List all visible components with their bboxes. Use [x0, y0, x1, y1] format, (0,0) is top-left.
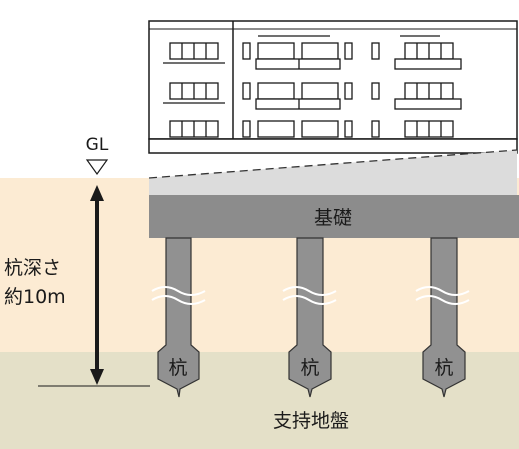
foundation-block: [149, 195, 519, 238]
pile-break-marks: [151, 286, 470, 305]
bearing-layer-label: 支持地盤: [273, 410, 349, 432]
ground-floor-slab: [148, 138, 518, 154]
slab-dashed-line: [148, 149, 518, 179]
depth-arrow: [90, 185, 104, 385]
pile-label-2: 杭: [300, 357, 319, 379]
left-windows: [163, 42, 225, 138]
middle-windows: [242, 35, 353, 138]
gl-triangle-icon: [85, 159, 109, 176]
pile-label-1: 杭: [168, 357, 187, 379]
pile-depth-label-line2: 約10m: [4, 286, 66, 308]
building-body: [148, 20, 518, 140]
pile-1: [157, 237, 200, 398]
foundation-label: 基礎: [314, 207, 352, 229]
building: [148, 20, 518, 154]
pile-depth-label-line1: 杭深さ: [4, 257, 61, 279]
slab-wedge: [149, 150, 517, 195]
pile-3: [422, 237, 466, 398]
pile-label-3: 杭: [434, 357, 453, 379]
piles: [157, 237, 466, 398]
pile-2: [288, 237, 332, 398]
right-windows: [371, 35, 462, 138]
gl-label: GL: [86, 135, 109, 155]
